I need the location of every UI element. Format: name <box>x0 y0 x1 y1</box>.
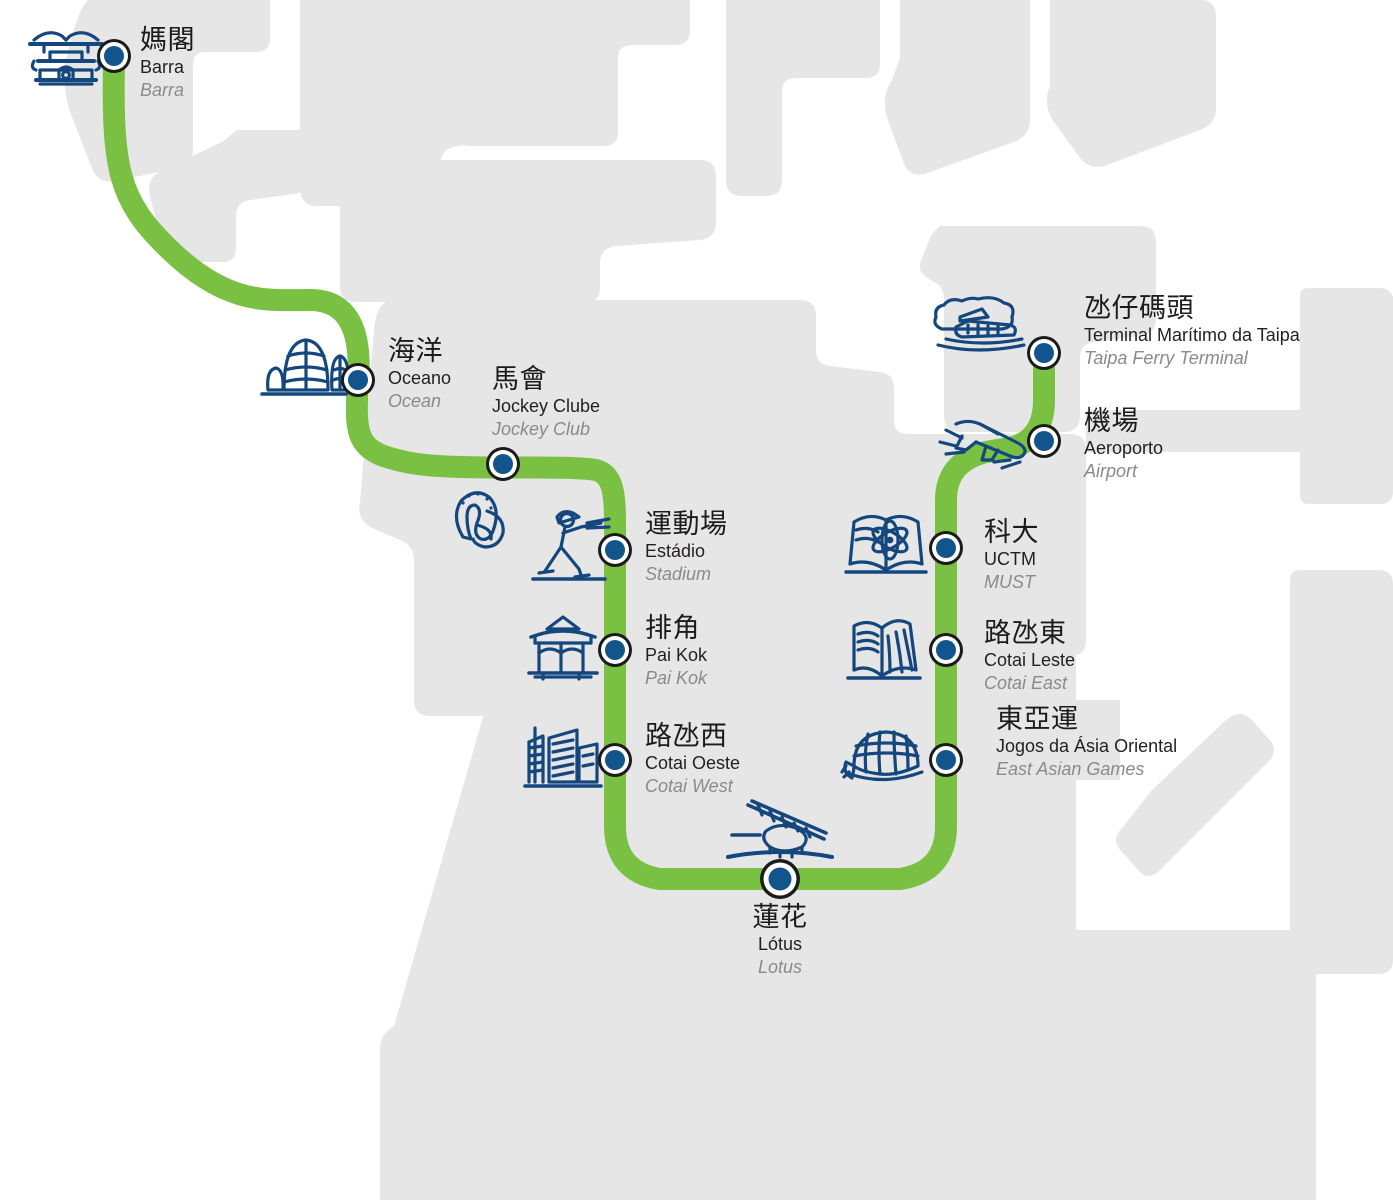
station-marker-lotus[interactable] <box>760 859 800 899</box>
skyline-icon <box>523 726 603 788</box>
station-marker-pai-kok[interactable] <box>598 633 632 667</box>
landmass-east-block <box>1000 700 1120 900</box>
landmass-layer <box>64 0 1393 1200</box>
book-atom-icon <box>844 514 928 574</box>
batter-icon <box>531 510 611 581</box>
landmass-east-bar-upper <box>1300 288 1393 504</box>
route-line-1[interactable] <box>102 47 1055 890</box>
icon-layer <box>28 31 1027 859</box>
dome-stadium-icon <box>840 730 924 782</box>
landmass-coloane-east <box>1020 930 1316 1200</box>
landmass-macau-southeast <box>330 160 716 302</box>
route-line-layer <box>102 47 1055 890</box>
station-marker-barra[interactable] <box>97 39 131 73</box>
landmass-macau-rect-upper-right <box>726 0 880 196</box>
landmass-macau-far-right <box>1046 0 1216 167</box>
open-book-icon <box>846 619 922 680</box>
dome-icon <box>260 338 350 396</box>
station-marker-cotai-leste[interactable] <box>929 633 963 667</box>
station-marker-cotai-oeste[interactable] <box>598 743 632 777</box>
station-marker-taipa-ferry-terminal[interactable] <box>1027 336 1061 370</box>
airplane-icon <box>938 419 1027 470</box>
station-marker-uctm[interactable] <box>929 531 963 565</box>
landmass-east-bar-lower <box>1290 570 1393 974</box>
station-marker-east-asian-games[interactable] <box>929 743 963 777</box>
landmass-macau-lower-basin <box>149 130 310 262</box>
horseshoe-icon <box>454 491 505 549</box>
ferry-icon <box>933 296 1026 352</box>
station-marker-jockey-clube[interactable] <box>486 447 520 481</box>
landmass-taipa <box>359 300 1086 716</box>
bridge-icon <box>726 799 834 859</box>
station-marker-oceano[interactable] <box>341 363 375 397</box>
pavilion-icon <box>527 615 599 681</box>
landmass-east-diagonal <box>1116 714 1274 876</box>
station-marker-estadio[interactable] <box>598 533 632 567</box>
landmass-airport-arm <box>1086 410 1310 452</box>
station-marker-aeroporto[interactable] <box>1027 424 1061 458</box>
landmass-taipa-north <box>920 226 1156 432</box>
temple-icon <box>28 31 104 86</box>
landmass-macau-east-upper <box>455 0 690 146</box>
station-marker-layer <box>97 39 1061 899</box>
landmass-macau-slope-right <box>884 0 1030 175</box>
